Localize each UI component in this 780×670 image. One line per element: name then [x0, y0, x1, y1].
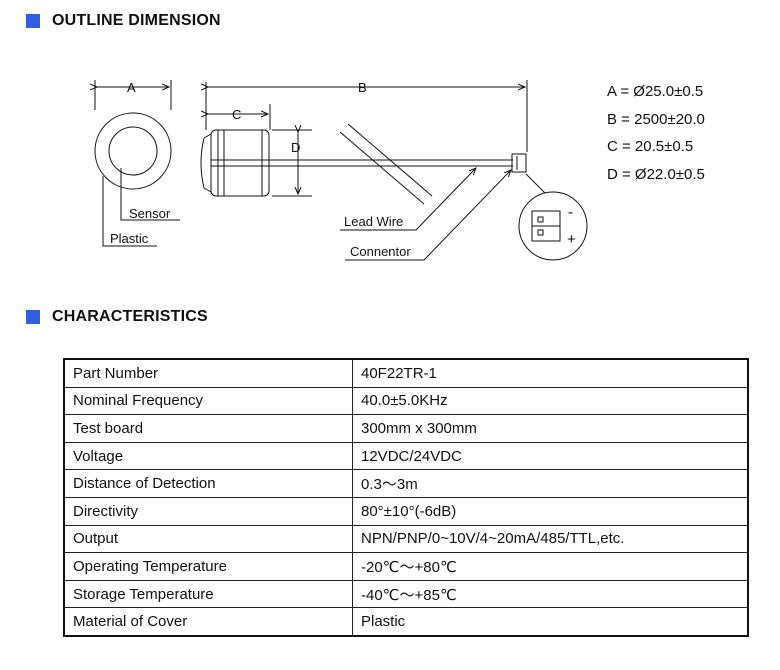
- characteristics-section-title: CHARACTERISTICS: [52, 308, 208, 325]
- row-key: Distance of Detection: [63, 469, 353, 498]
- characteristics-section-header: CHARACTERISTICS: [26, 308, 208, 326]
- label-c: C: [232, 107, 241, 122]
- label-b: B: [358, 80, 367, 95]
- connector-label: Connentor: [350, 244, 411, 259]
- plus-sign: +: [567, 231, 576, 248]
- label-d: D: [291, 140, 300, 155]
- table-row: Storage Temperature-40℃～+85℃: [63, 579, 749, 609]
- dimension-a: A = Ø25.0±0.5: [607, 83, 704, 100]
- row-value: 40F22TR-1: [352, 358, 749, 388]
- section-marker-icon: [26, 310, 40, 324]
- dimension-c: C = 20.5±0.5: [607, 138, 694, 155]
- row-key: Storage Temperature: [63, 579, 353, 609]
- sensor-body: [210, 129, 270, 197]
- row-key: Operating Temperature: [63, 552, 353, 581]
- section-marker-icon: [26, 14, 40, 28]
- row-key: Directivity: [63, 496, 353, 526]
- dimension-list: A = Ø25.0±0.5 B = 2500±20.0 C = 20.5±0.5…: [607, 78, 705, 188]
- row-value: 12VDC/24VDC: [352, 441, 749, 471]
- row-key: Test board: [63, 414, 353, 443]
- row-value: 0.3～3m: [352, 469, 749, 498]
- row-key: Part Number: [63, 358, 353, 388]
- row-key: Material of Cover: [63, 607, 353, 637]
- outline-drawing: A B C D Sensor Plastic Lead Wire Connent…: [0, 80, 588, 261]
- dimension-b: B = 2500±20.0: [607, 110, 705, 128]
- dimension-d: D = Ø22.0±0.5: [607, 165, 705, 183]
- plastic-outer-circle: [94, 112, 172, 190]
- outline-section-title: OUTLINE DIMENSION: [52, 12, 221, 29]
- row-value: -20℃～+80℃: [352, 552, 749, 581]
- label-a: A: [127, 80, 136, 95]
- row-value: -40℃～+85℃: [352, 579, 749, 609]
- row-value: 80°±10°(-6dB): [352, 496, 749, 526]
- sensor-label: Sensor: [129, 206, 171, 221]
- connector-detail-circle: [518, 191, 588, 261]
- table-row: Operating Temperature-20℃～+80℃: [63, 552, 749, 581]
- plastic-label: Plastic: [110, 231, 149, 246]
- row-value: 300mm x 300mm: [352, 414, 749, 443]
- minus-sign: -: [568, 204, 573, 221]
- row-key: Output: [63, 524, 353, 554]
- row-value: NPN/PNP/0~10V/4~20mA/485/TTL,etc.: [352, 524, 749, 554]
- sensor-inner-circle: [108, 126, 158, 176]
- lead-wire-label: Lead Wire: [344, 214, 403, 229]
- outline-section-header: OUTLINE DIMENSION: [26, 12, 221, 30]
- row-key: Voltage: [63, 441, 353, 471]
- row-value: 40.0±5.0KHz: [352, 386, 749, 416]
- row-key: Nominal Frequency: [63, 386, 353, 416]
- connector-body: [511, 153, 527, 173]
- row-value: Plastic: [352, 607, 749, 637]
